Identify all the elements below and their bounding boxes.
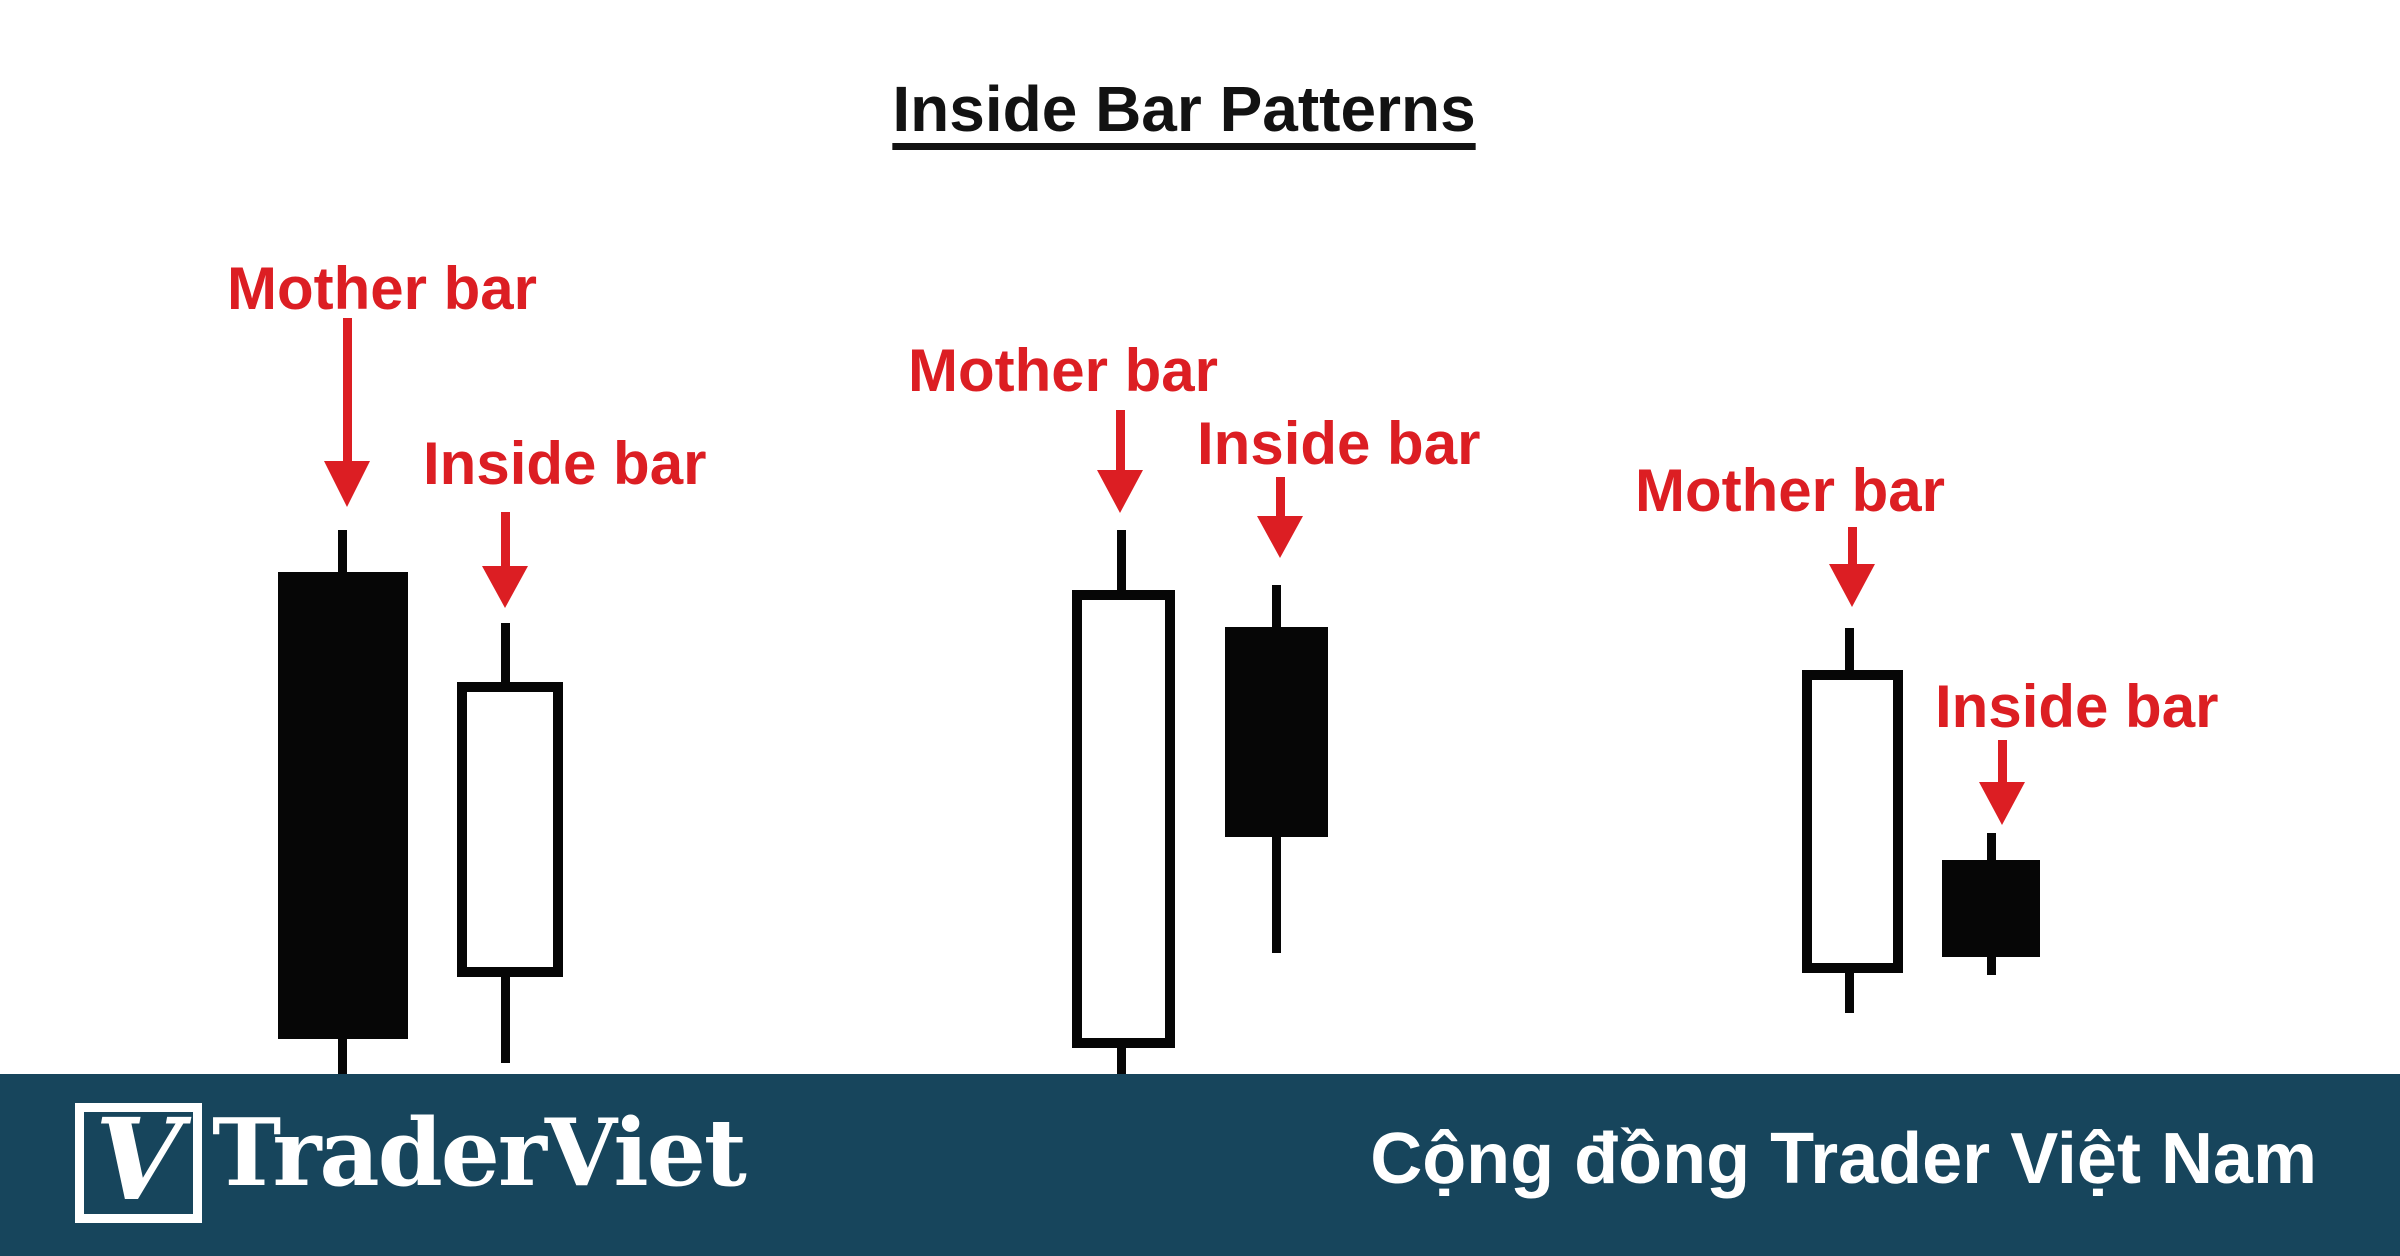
candle-wick-bottom	[1845, 969, 1854, 1013]
candle-wick-top	[1117, 530, 1126, 594]
candle-body-filled	[1942, 860, 2040, 957]
candle-wick-top	[1272, 585, 1281, 631]
inside-bar-label-3: Inside bar	[1935, 673, 2219, 740]
inside-bar-label-1: Inside bar	[423, 430, 707, 497]
candle-body-hollow	[457, 682, 563, 977]
mother-bar-label-1: Mother bar	[227, 255, 538, 322]
arrow-shaft	[500, 512, 510, 566]
candle-body-hollow	[1802, 670, 1903, 973]
candle-body-filled	[278, 572, 408, 1039]
inside-bar-label-2: Inside bar	[1197, 410, 1481, 477]
arrow-head	[1097, 470, 1143, 513]
candle-wick-top	[1845, 628, 1854, 674]
candle-wick-bottom	[338, 1035, 347, 1074]
candle-wick-top	[1987, 833, 1996, 864]
arrow-shaft	[1115, 410, 1125, 470]
candle-wick-bottom	[501, 973, 510, 1063]
mother-bar-label-3: Mother bar	[1635, 457, 1946, 524]
arrow-head	[1257, 516, 1303, 558]
arrow-head	[324, 461, 370, 507]
arrow-shaft	[1275, 477, 1285, 516]
candle-wick-top	[501, 623, 510, 686]
candle-body-hollow	[1072, 590, 1175, 1048]
candle-body-filled	[1225, 627, 1328, 837]
footer-tagline: Cộng đồng Trader Việt Nam	[1370, 1119, 2317, 1199]
traderviet-logo-icon: V	[75, 1103, 202, 1223]
arrow-head	[1829, 564, 1875, 607]
candle-wick-top	[338, 530, 347, 576]
page-title: Inside Bar Patterns	[892, 73, 1476, 145]
footer-bar: V TraderViet Cộng đồng Trader Việt Nam	[0, 1074, 2400, 1256]
logo-v-letter: V	[95, 1095, 182, 1226]
arrow-head	[482, 566, 528, 608]
candle-wick-bottom	[1987, 953, 1996, 975]
candle-wick-bottom	[1272, 833, 1281, 953]
mother-bar-label-2: Mother bar	[908, 337, 1219, 404]
brand-name: TraderViet	[212, 1098, 747, 1207]
arrow-shaft	[1997, 740, 2007, 782]
candle-wick-bottom	[1117, 1044, 1126, 1074]
arrow-shaft	[342, 318, 352, 461]
arrow-head	[1979, 782, 2025, 825]
arrow-shaft	[1847, 527, 1857, 564]
